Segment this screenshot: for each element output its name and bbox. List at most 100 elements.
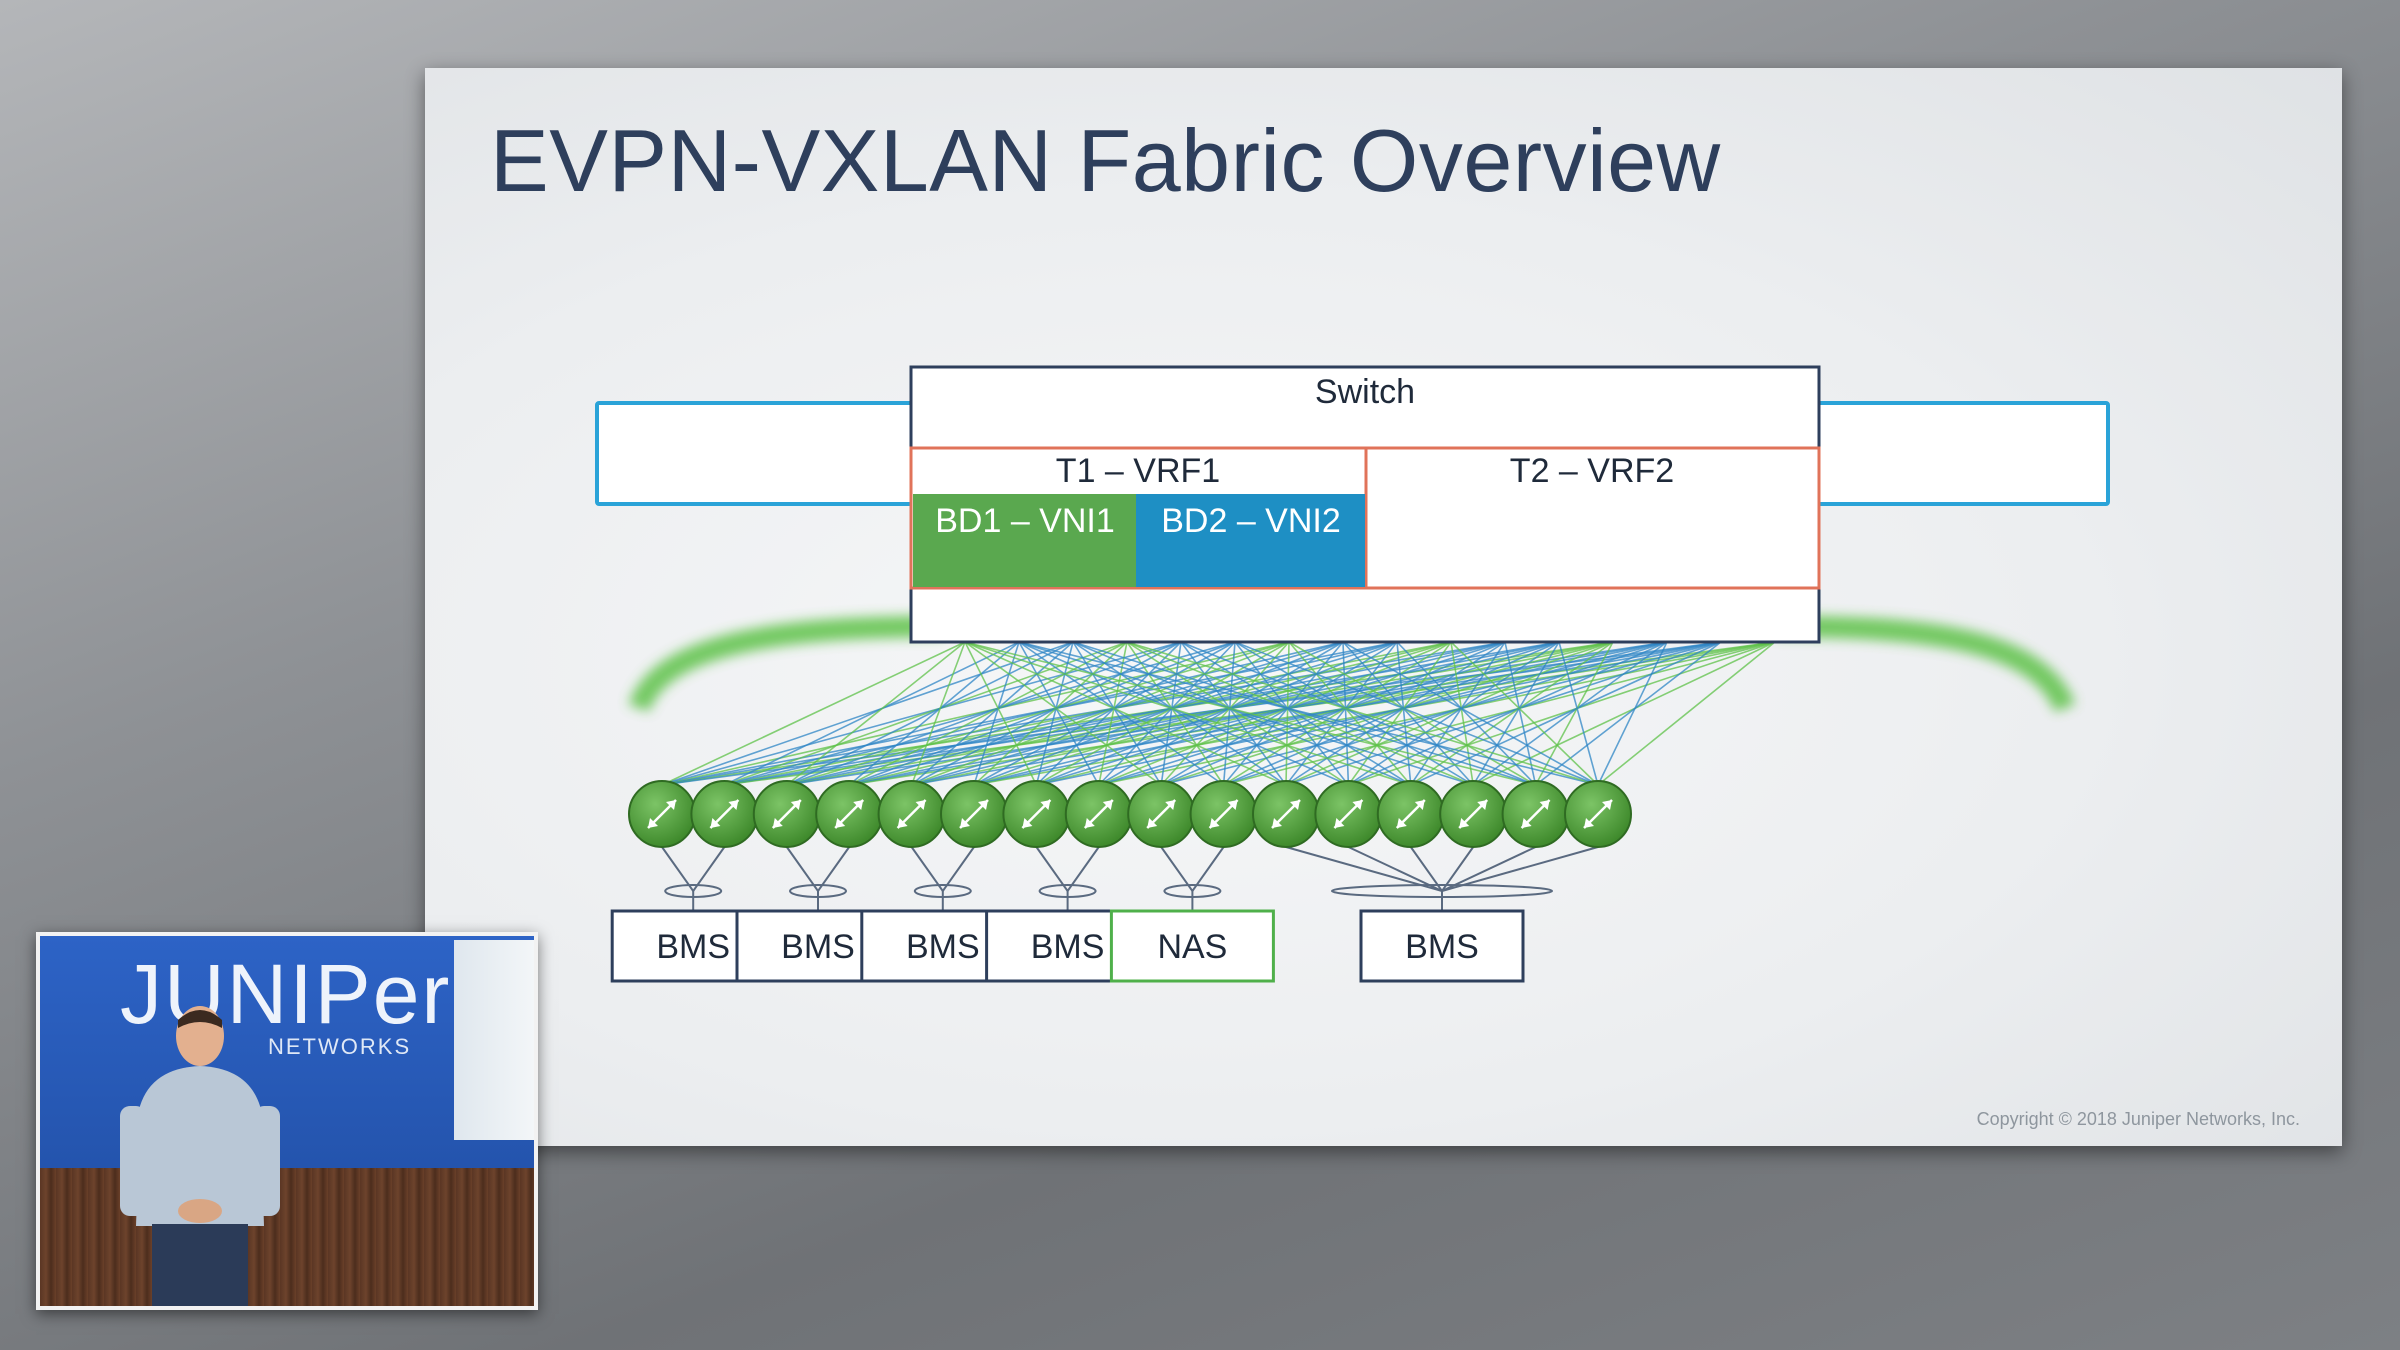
fabric-link: [1072, 641, 1536, 786]
bd1-box: [913, 494, 1136, 587]
fabric-link: [1285, 641, 1290, 786]
fabric-link: [911, 641, 1506, 786]
juniper-logo-subtext: NETWORKS: [268, 1034, 412, 1059]
fabric-link: [1036, 641, 1398, 786]
fabric-link: [1396, 641, 1412, 786]
leaf-node: [1189, 780, 1258, 848]
fabric-link: [786, 641, 966, 786]
fabric-link: [1396, 641, 1537, 786]
fabric-link: [786, 641, 1074, 786]
vrf-t1-label: T1 – VRF1: [1056, 452, 1220, 490]
leaf-node: [752, 780, 821, 848]
fabric-link: [911, 641, 1398, 786]
fabric-link: [1160, 641, 1182, 786]
leaf-nodes: [628, 780, 1632, 848]
fabric-link: [964, 641, 1412, 786]
endpoint-link: [1066, 846, 1100, 892]
presenter-figure: [120, 1006, 280, 1306]
endpoint-link: [1441, 846, 1475, 892]
endpoint-link: [785, 846, 819, 892]
fabric-link: [1098, 641, 1560, 786]
fabric-link: [1035, 641, 1074, 786]
endpoint-label: BMS: [656, 928, 730, 966]
fabric-link: [1410, 641, 1506, 786]
fabric-link: [1504, 641, 1537, 786]
fabric-link: [1160, 641, 1506, 786]
endpoint-link: [1441, 846, 1537, 892]
fabric-link: [848, 641, 1236, 786]
fabric-link: [1597, 641, 1668, 786]
fabric-link: [1126, 641, 1474, 786]
nas-endpoint: NAS: [1109, 909, 1275, 983]
fabric-link: [1223, 641, 1776, 786]
leaf-node: [1064, 780, 1133, 848]
fabric-link: [1018, 641, 1474, 786]
fabric-link: [973, 641, 1776, 786]
fabric-link: [1036, 641, 1506, 786]
leaf-node: [877, 780, 946, 848]
vrf-t2-label: T2 – VRF2: [1510, 452, 1674, 490]
fabric-link: [910, 641, 966, 786]
fabric-link: [1180, 641, 1536, 786]
vrf-t2-box: [1364, 446, 1821, 590]
fabric-link: [1161, 641, 1722, 786]
fabric-link: [1223, 641, 1668, 786]
fabric-link: [849, 641, 1452, 786]
endpoint-label: BMS: [781, 928, 855, 966]
fabric-link: [964, 641, 1536, 786]
fabric-link: [1223, 641, 1560, 786]
endpoint-label: BMS: [906, 928, 980, 966]
fabric-link: [1285, 641, 1398, 786]
juniper-logo: JUNIPer: [120, 947, 452, 1041]
endpoint-link: [1035, 846, 1069, 892]
fabric-link: [1410, 641, 1614, 786]
fabric-link: [1472, 641, 1668, 786]
fabric-link: [1098, 641, 1776, 786]
fabric-link: [661, 641, 966, 786]
fabric-link: [911, 641, 1290, 786]
leaf-node: [1501, 780, 1570, 848]
leaf-node: [628, 780, 696, 848]
fabric-link: [1098, 641, 1236, 786]
endpoint-link: [1409, 846, 1443, 892]
switch: Switch T1 – VRF1 T2 – VRF2 BD1 – VNI1 BD…: [909, 365, 1821, 644]
fabric-link: [973, 641, 1668, 786]
endpoint-links: [661, 846, 1599, 911]
fabric-link: [724, 641, 1020, 786]
bd1-label: BD1 – VNI1: [935, 502, 1115, 540]
fabric-link: [1342, 641, 1599, 786]
fabric-link: [1072, 641, 1412, 786]
endpoint-link: [661, 846, 695, 892]
fabric-link: [964, 641, 1038, 786]
fabric-link: [973, 641, 1344, 786]
presenter-video: JUNIPer NETWORKS: [36, 932, 538, 1310]
fabric-link: [1234, 641, 1350, 786]
fabric-link: [1472, 641, 1776, 786]
endpoint-link: [941, 846, 975, 892]
fabric-link: [661, 641, 1074, 786]
fabric-link: [1347, 641, 1560, 786]
fabric-link: [1035, 641, 1182, 786]
fabric-link: [1126, 641, 1349, 786]
fabric-link: [1288, 641, 1537, 786]
fabric-link: [973, 641, 1128, 786]
slide: EVPN-VXLAN Fabric Overview Switch: [425, 68, 2342, 1146]
endpoint-label: BMS: [1031, 928, 1105, 966]
fabric-link: [1234, 641, 1599, 786]
leaf-node: [1439, 780, 1508, 848]
fabric-link: [1180, 641, 1412, 786]
switch-label: Switch: [1315, 373, 1415, 411]
fabric-link: [1018, 641, 1599, 786]
fabric-link: [1036, 641, 1290, 786]
fabric-link: [1535, 641, 1722, 786]
fabric-link: [1450, 641, 1599, 786]
fabric-link: [1222, 641, 1236, 786]
fabric-link: [1348, 641, 1776, 786]
leaf-node: [690, 780, 759, 848]
fabric-link: [1288, 641, 1412, 786]
fabric-link: [1072, 641, 1287, 786]
fabric-link: [849, 641, 1668, 786]
fabric-link: [964, 641, 1162, 786]
fabric-link: [1098, 641, 1668, 786]
